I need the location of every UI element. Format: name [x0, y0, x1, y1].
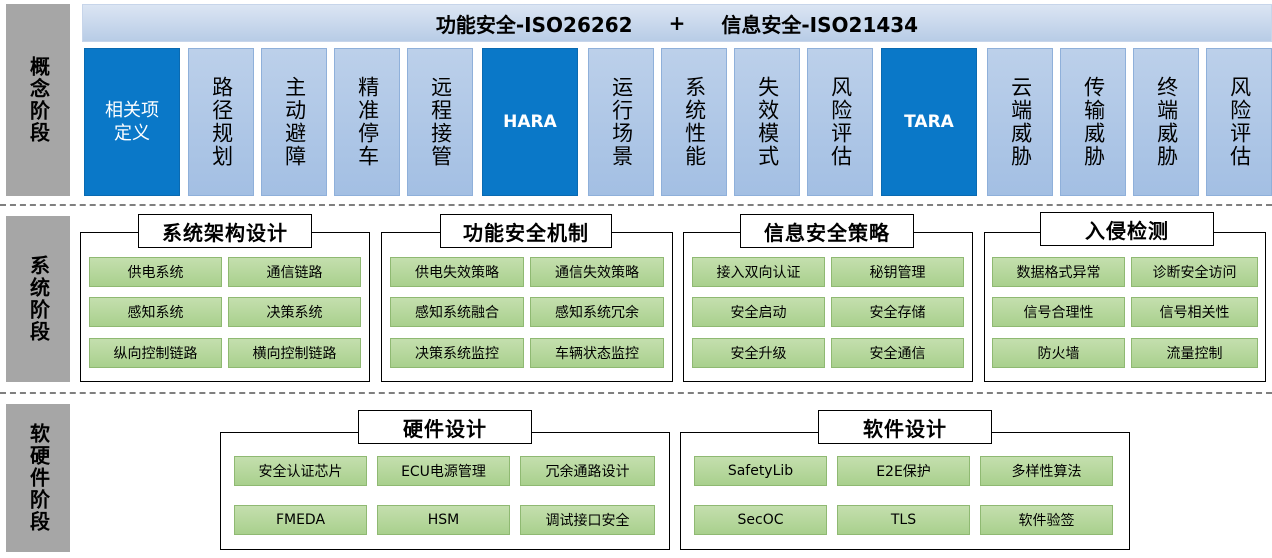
group-item: TLS	[837, 505, 970, 535]
stage-separator	[0, 392, 1272, 394]
stage-label-system: 系统阶段	[6, 216, 70, 382]
group-item: HSM	[377, 505, 510, 535]
group-item: 流量控制	[1131, 338, 1258, 368]
group-item: 决策系统	[228, 297, 361, 327]
function-box-obstacle-avoidance: 主动避障	[261, 48, 327, 196]
group-item: 调试接口安全	[520, 505, 655, 535]
group-item: E2E保护	[837, 456, 970, 486]
group-item: 多样性算法	[980, 456, 1113, 486]
group-item: 防火墙	[992, 338, 1125, 368]
group-item: 数据格式异常	[992, 257, 1125, 287]
iso21434-label: 信息安全-ISO21434	[721, 12, 919, 37]
group-item: 供电系统	[89, 257, 222, 287]
group-title: 硬件设计	[358, 410, 532, 444]
tara-item-risk-assessment: 风险评估	[1206, 48, 1272, 196]
iso26262-label: 功能安全-ISO26262	[435, 12, 633, 37]
group-item: 冗余通路设计	[520, 456, 655, 486]
group-item: 安全升级	[692, 338, 825, 368]
group-item: 信号合理性	[992, 297, 1125, 327]
group-item: 决策系统监控	[390, 338, 524, 368]
group-item: 感知系统融合	[390, 297, 524, 327]
group-item: 安全启动	[692, 297, 825, 327]
group-item: 接入双向认证	[692, 257, 825, 287]
group-item: 通信失效策略	[530, 257, 664, 287]
group-item: 感知系统冗余	[530, 297, 664, 327]
plus-sign: +	[668, 11, 686, 35]
group-title: 信息安全策略	[740, 214, 914, 248]
group-item: 信号相关性	[1131, 297, 1258, 327]
group-item: 车辆状态监控	[530, 338, 664, 368]
group-item: 软件验签	[980, 505, 1113, 535]
hara-item-failure-modes: 失效模式	[734, 48, 800, 196]
group-item: 诊断安全访问	[1131, 257, 1258, 287]
item-definition-line1: 相关项	[105, 99, 159, 121]
stage-separator	[0, 204, 1272, 206]
standards-banner: 功能安全-ISO26262 + 信息安全-ISO21434	[82, 4, 1272, 42]
item-definition-box: 相关项 定义	[84, 48, 180, 196]
hara-item-risk-assessment: 风险评估	[807, 48, 873, 196]
function-box-precise-parking: 精准停车	[334, 48, 400, 196]
group-item: ECU电源管理	[377, 456, 510, 486]
group-item: 安全存储	[831, 297, 964, 327]
group-item: 安全通信	[831, 338, 964, 368]
group-title: 功能安全机制	[440, 214, 612, 248]
function-box-remote-takeover: 远程接管	[407, 48, 473, 196]
stage-label-swhw: 软硬件阶段	[6, 404, 70, 552]
group-title: 系统架构设计	[138, 214, 312, 248]
tara-item-transmission-threats: 传输威胁	[1060, 48, 1126, 196]
group-item: 横向控制链路	[228, 338, 361, 368]
hara-box: HARA	[482, 48, 578, 196]
group-item: 供电失效策略	[390, 257, 524, 287]
group-item: FMEDA	[234, 505, 367, 535]
group-title: 软件设计	[818, 410, 992, 444]
group-item: 感知系统	[89, 297, 222, 327]
stage-label-concept: 概念阶段	[6, 4, 70, 196]
group-item: SecOC	[694, 505, 827, 535]
tara-item-cloud-threats: 云端威胁	[987, 48, 1053, 196]
item-definition-line2: 定义	[114, 123, 150, 144]
group-item: SafetyLib	[694, 456, 827, 486]
hara-item-scenarios: 运行场景	[588, 48, 654, 196]
function-box-path-planning: 路径规划	[188, 48, 254, 196]
group-item: 安全认证芯片	[234, 456, 367, 486]
tara-box: TARA	[881, 48, 977, 196]
tara-item-terminal-threats: 终端威胁	[1133, 48, 1199, 196]
group-title: 入侵检测	[1040, 212, 1214, 246]
hara-item-performance: 系统性能	[661, 48, 727, 196]
group-item: 秘钥管理	[831, 257, 964, 287]
group-item: 通信链路	[228, 257, 361, 287]
group-item: 纵向控制链路	[89, 338, 222, 368]
